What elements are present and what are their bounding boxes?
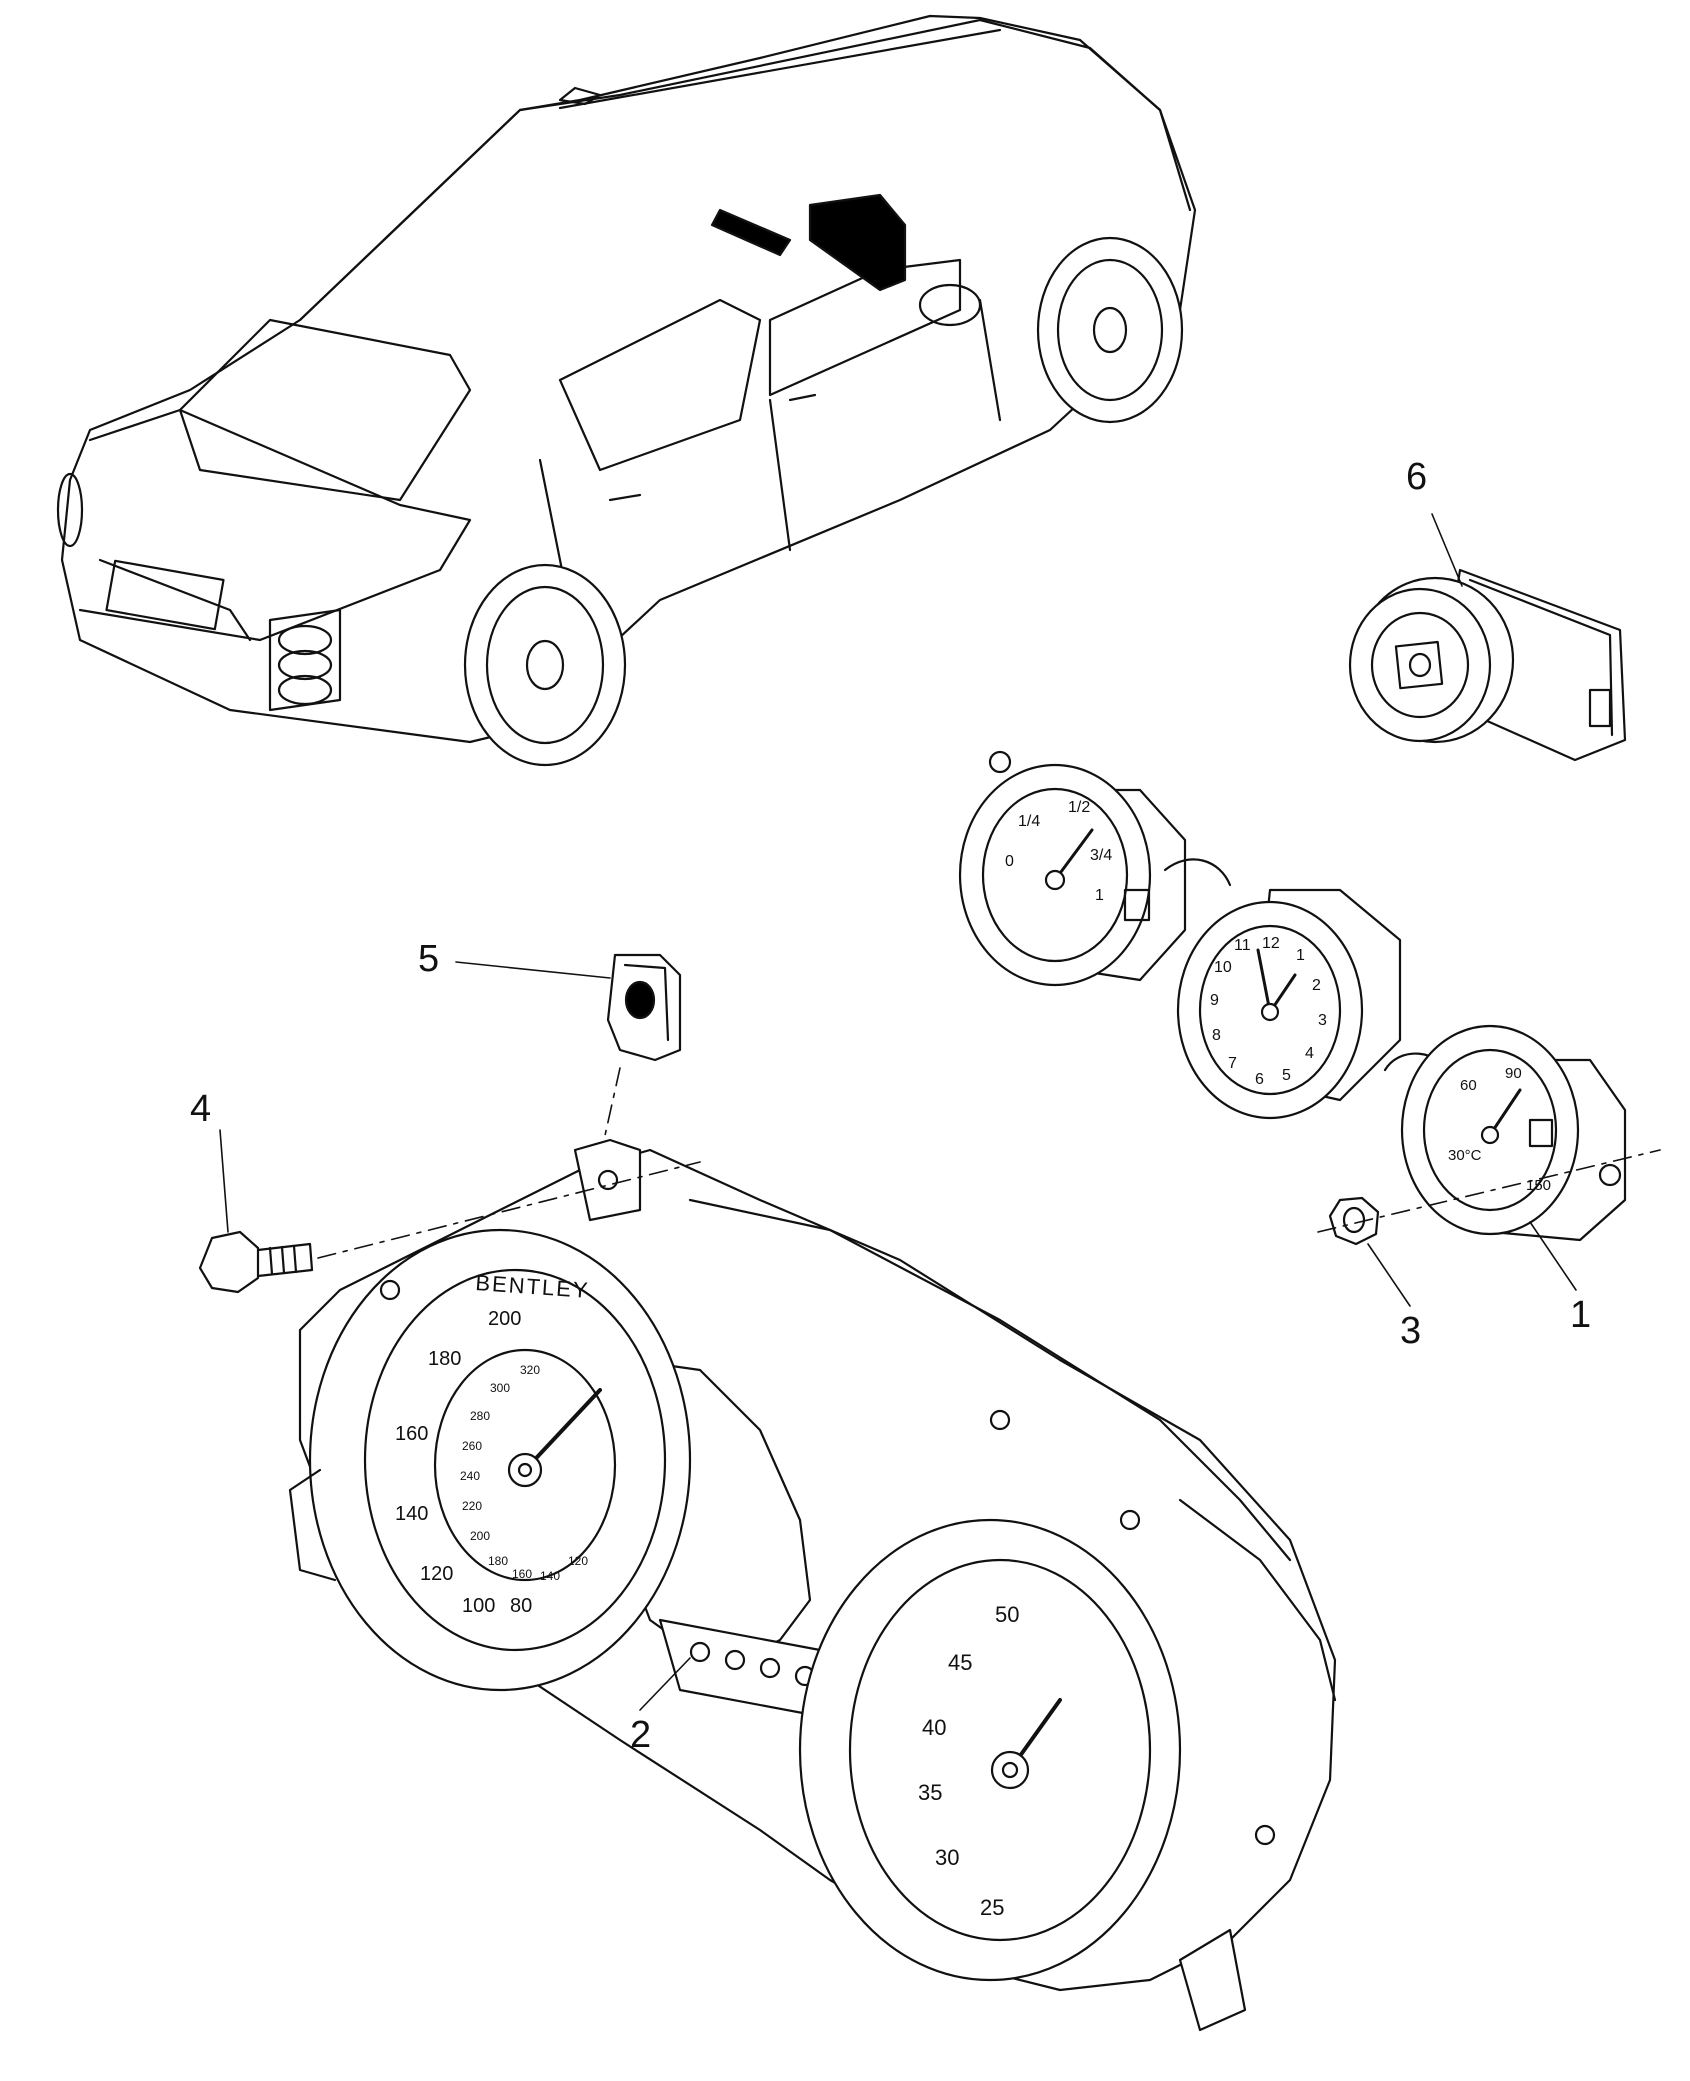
- part-3-nut: [1328, 1196, 1380, 1246]
- temperature-gauge: 30°C 60 90 150: [1383, 1024, 1627, 1242]
- fuel-label-0: 0: [1005, 853, 1014, 870]
- speedo-inner-220: 220: [462, 1499, 482, 1513]
- callout-1: 1: [1570, 1294, 1592, 1336]
- clock-label-10: 10: [1214, 959, 1232, 976]
- speedo-inner-140: 140: [540, 1569, 560, 1583]
- clock-label-5: 5: [1282, 1067, 1291, 1084]
- callout-4: 4: [190, 1088, 212, 1130]
- speedo-inner-280: 280: [470, 1409, 490, 1423]
- dash-bolt-axis: [317, 1161, 701, 1259]
- tacho-label-50: 50: [995, 1602, 1019, 1627]
- speedometer: 80 100 120 140 160 180 200 120 140 160 1…: [308, 1228, 692, 1692]
- tacho-label-45: 45: [948, 1650, 972, 1675]
- speedo-outer-120: 120: [420, 1563, 453, 1585]
- leader-3: [1367, 1243, 1411, 1307]
- speedo-inner-300: 300: [490, 1381, 510, 1395]
- rear-wheel: [463, 563, 627, 767]
- clock-label-4: 4: [1305, 1045, 1314, 1062]
- clock-label-2: 2: [1312, 977, 1321, 994]
- clock-label-3: 3: [1318, 1012, 1327, 1029]
- speedo-outer-100: 100: [462, 1595, 495, 1617]
- temp-label-30: 30°C: [1448, 1147, 1482, 1164]
- leader-lines: [219, 513, 1661, 1711]
- tacho-label-30: 30: [935, 1845, 959, 1870]
- speedo-outer-80: 80: [510, 1595, 532, 1617]
- car-illustration: [56, 14, 1197, 767]
- leader-4: [219, 1129, 229, 1233]
- tacho-label-40: 40: [922, 1715, 946, 1740]
- part-6-ignition-switch: [1348, 568, 1627, 762]
- clock-label-12: 12: [1262, 935, 1280, 952]
- callout-2: 2: [630, 1714, 652, 1756]
- speedo-inner-260: 260: [462, 1439, 482, 1453]
- speedo-outer-200: 200: [488, 1308, 521, 1330]
- speedo-outer-140: 140: [395, 1503, 428, 1525]
- speedo-inner-120: 120: [568, 1554, 588, 1568]
- temp-label-90: 90: [1505, 1065, 1522, 1082]
- clock-label-6: 6: [1255, 1071, 1264, 1088]
- leader-6: [1431, 513, 1463, 587]
- clock-label-9: 9: [1210, 992, 1219, 1009]
- highlight-instrument: [808, 193, 907, 292]
- leader-5: [455, 961, 611, 979]
- fuel-label-1: 1: [1095, 887, 1104, 904]
- leader-2: [639, 1657, 691, 1711]
- part-2-instrument-cluster: 80 100 120 140 160 180 200 120 140 160 1…: [288, 1138, 1337, 2032]
- temp-label-60: 60: [1460, 1077, 1477, 1094]
- speedo-outer-180: 180: [428, 1348, 461, 1370]
- clock-label-11: 11: [1234, 937, 1251, 954]
- part-1-auxiliary-gauges: 0 1/4 1/2 3/4 1 12 1 2 3 4 5 6 7 8 9 10: [958, 750, 1627, 1242]
- part-5-clip: [606, 953, 682, 1062]
- dash-clip-axis: [603, 1067, 621, 1141]
- front-wheel: [1036, 236, 1184, 424]
- callout-6: 6: [1406, 456, 1428, 498]
- highlight-small: [710, 208, 792, 257]
- callout-5: 5: [418, 938, 440, 980]
- clock-label-7: 7: [1228, 1055, 1237, 1072]
- speedo-inner-200: 200: [470, 1529, 490, 1543]
- tacho-label-25: 25: [980, 1895, 1004, 1920]
- fuel-label-3-4: 3/4: [1090, 847, 1112, 864]
- callout-3: 3: [1400, 1310, 1422, 1352]
- speedo-inner-320: 320: [520, 1363, 540, 1377]
- dash-nut-axis: [1317, 1149, 1661, 1233]
- fuel-label-1-2: 1/2: [1068, 799, 1090, 816]
- speedo-inner-240: 240: [460, 1469, 480, 1483]
- tacho-label-35: 35: [918, 1780, 942, 1805]
- clock-gauge: 12 1 2 3 4 5 6 7 8 9 10 11: [1163, 858, 1402, 1120]
- tachometer: 25 30 35 40 45 50: [798, 1518, 1182, 1982]
- fuel-gauge: 0 1/4 1/2 3/4 1: [958, 750, 1187, 987]
- clock-label-1: 1: [1296, 947, 1305, 964]
- clock-label-8: 8: [1212, 1027, 1221, 1044]
- part-4-bolt: [198, 1230, 314, 1294]
- speedo-outer-160: 160: [395, 1423, 428, 1445]
- leader-1: [1529, 1221, 1577, 1291]
- speedo-inner-180: 180: [488, 1554, 508, 1568]
- fuel-label-1-4: 1/4: [1018, 813, 1040, 830]
- speedo-inner-160: 160: [512, 1567, 532, 1581]
- temp-label-150: 150: [1526, 1177, 1551, 1194]
